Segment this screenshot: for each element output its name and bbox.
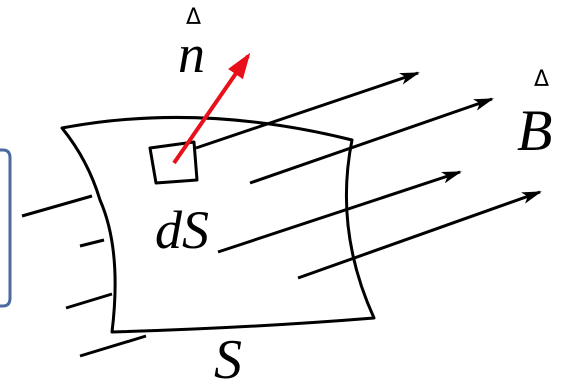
field-line-stub-2 bbox=[79, 238, 105, 248]
normal-vector-arrow bbox=[172, 52, 251, 165]
vector-mark-n: Δ bbox=[186, 5, 201, 30]
field-line-4 bbox=[297, 190, 542, 280]
vector-mark-b: Δ bbox=[534, 67, 549, 92]
surface-label: S bbox=[214, 329, 242, 385]
field-lines-front bbox=[195, 71, 542, 280]
surface-outline bbox=[60, 115, 376, 334]
field-line-stub-4 bbox=[79, 334, 147, 358]
normal-vector-label: n bbox=[178, 24, 205, 84]
field-line-2 bbox=[249, 97, 494, 185]
field-line-3 bbox=[217, 170, 462, 254]
magnetic-field-label: B bbox=[517, 98, 552, 163]
field-lines-behind bbox=[21, 194, 147, 358]
field-line-stub-3 bbox=[65, 292, 113, 310]
field-line-1 bbox=[195, 71, 420, 150]
side-box-frame bbox=[0, 148, 12, 308]
field-line-stub-1 bbox=[21, 194, 93, 218]
area-element-label: dS bbox=[155, 200, 209, 260]
